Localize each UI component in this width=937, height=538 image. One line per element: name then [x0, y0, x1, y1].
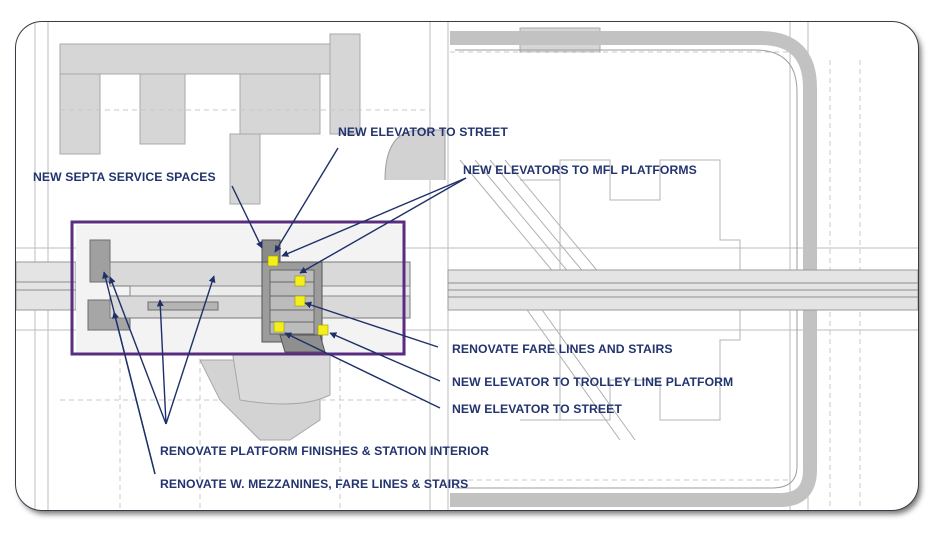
ring-road	[450, 31, 817, 507]
label-new-elevators-mfl: NEW ELEVATORS TO MFL PLATFORMS	[463, 163, 697, 177]
arrow-platform-finishes-c	[165, 275, 216, 425]
elevator-marker-sw	[273, 321, 285, 333]
label-new-elevator-trolley: NEW ELEVATOR TO TROLLEY LINE PLATFORM	[452, 375, 734, 389]
elevator-marker-nw	[267, 255, 279, 267]
arrow-elevator-street-north	[274, 147, 339, 253]
mfl-tracks-east	[448, 282, 918, 298]
arrow-platform-finishes-b	[156, 299, 167, 425]
callout-arrows	[102, 147, 467, 475]
label-new-elevator-street-north: NEW ELEVATOR TO STREET	[338, 125, 508, 139]
mfl-corridor-west	[16, 261, 77, 311]
north-portal	[384, 129, 446, 181]
label-renovate-w-mezzanines: RENOVATE W. MEZZANINES, FARE LINES & STA…	[160, 477, 469, 491]
mfl-tracks-west	[16, 281, 76, 291]
elevator-markers	[267, 255, 329, 336]
north-building-masses	[59, 27, 601, 205]
base-plan	[16, 22, 918, 510]
ring-road-edge	[455, 49, 798, 489]
arrow-platform-finishes-a	[108, 276, 167, 425]
label-renovate-fare-lines-stairs: RENOVATE FARE LINES AND STAIRS	[452, 342, 673, 356]
elevator-marker-center	[294, 295, 306, 307]
arrow-fare-lines-stairs	[304, 301, 439, 348]
elevator-marker-ne	[294, 275, 306, 287]
arrow-trolley-elevator	[329, 332, 441, 382]
arrow-mfl-elevator-b	[281, 177, 467, 257]
label-renovate-platform-finishes: RENOVATE PLATFORM FINISHES & STATION INT…	[160, 444, 490, 458]
south-structure	[231, 349, 331, 405]
label-new-septa-service: NEW SEPTA SERVICE SPACES	[33, 170, 216, 184]
elevator-marker-se	[317, 324, 329, 336]
arrow-septa-service	[231, 185, 263, 249]
arrow-mfl-elevator-a	[299, 177, 467, 274]
label-new-elevator-street-south: NEW ELEVATOR TO STREET	[452, 402, 622, 416]
arrow-w-mezzanines-b	[112, 311, 156, 475]
diagonal-concourse	[459, 159, 636, 441]
arrow-elevator-street-south	[284, 332, 441, 409]
project-boundary	[70, 220, 406, 356]
station-interior	[76, 225, 411, 355]
